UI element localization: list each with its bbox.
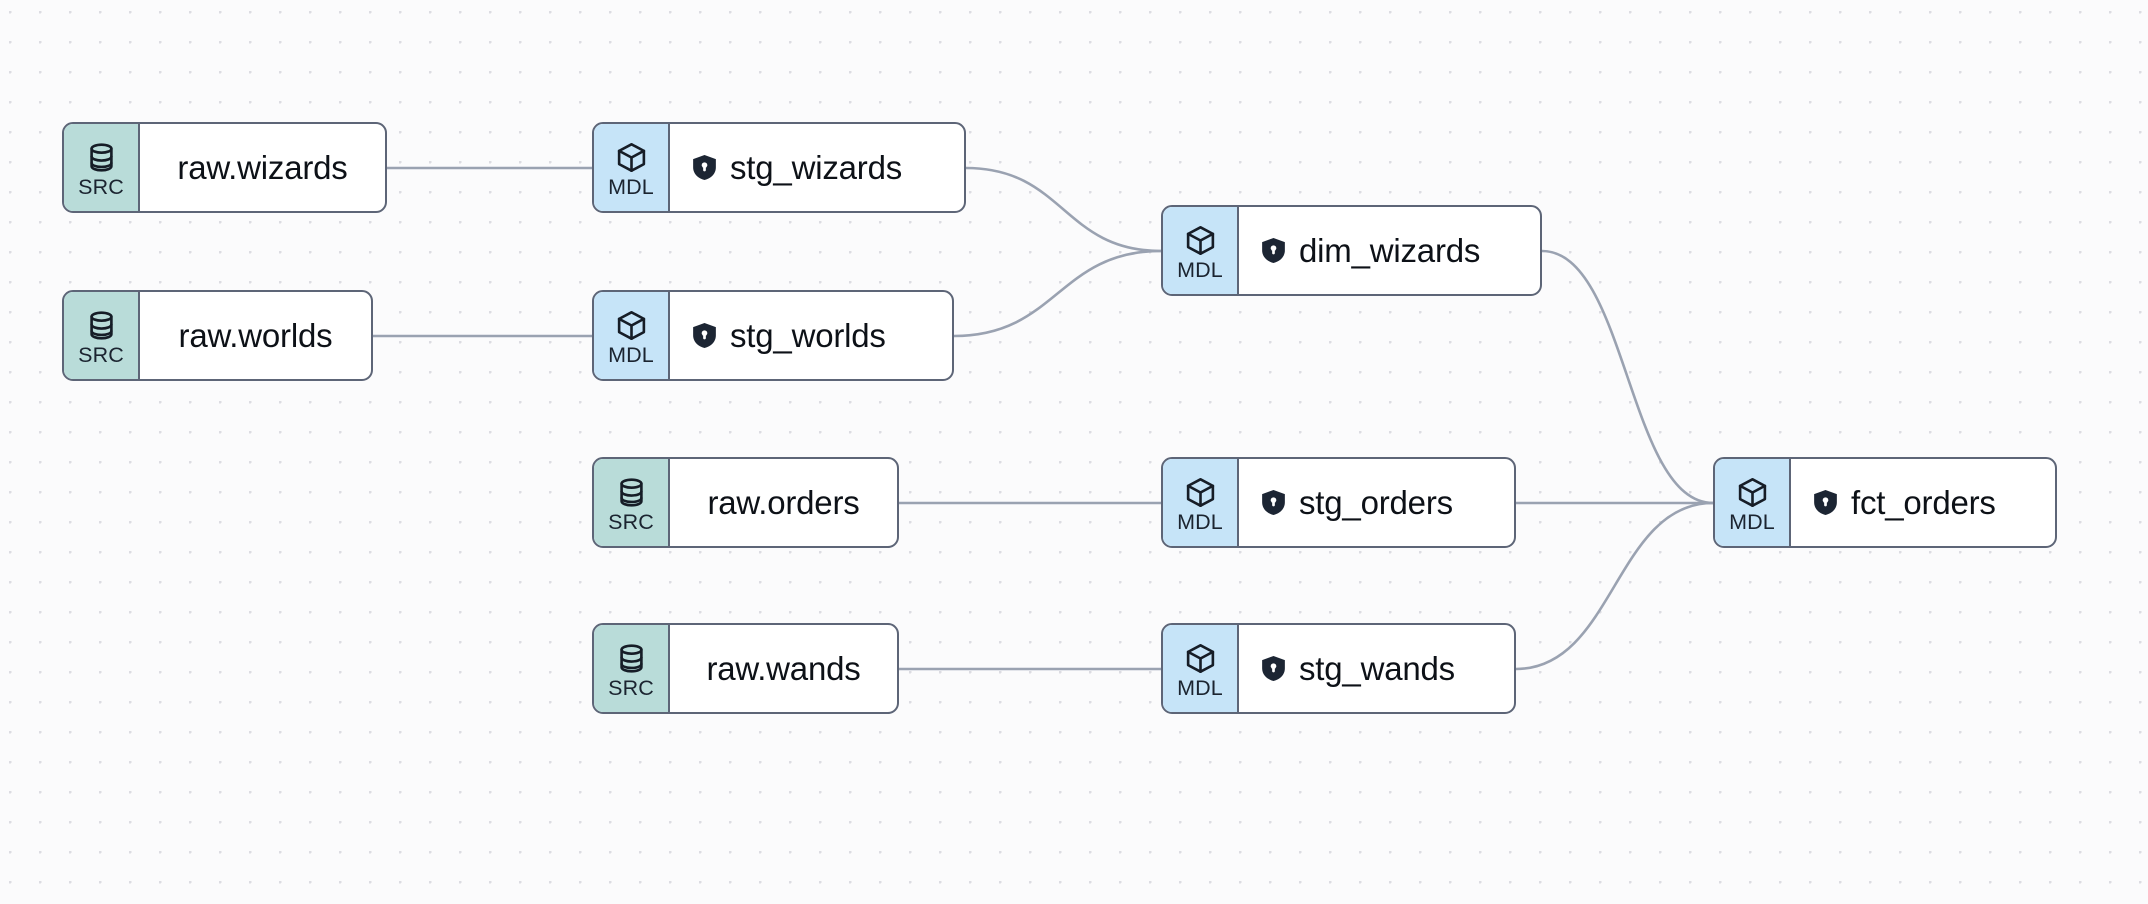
node-badge-mdl: MDL	[1715, 459, 1791, 546]
node-kind-label: MDL	[1177, 509, 1223, 534]
node-label: dim_wizards	[1299, 232, 1481, 269]
edge-stg_wands-to-fct_orders	[1514, 501, 1715, 671]
node-label: raw.wands	[706, 650, 861, 687]
node-fct_orders[interactable]: MDL fct_orders	[1713, 457, 2057, 548]
node-label: stg_orders	[1299, 484, 1453, 521]
node-badge-src: SRC	[64, 292, 140, 379]
node-label: stg_wizards	[730, 149, 903, 186]
node-body: raw.worlds	[140, 292, 371, 379]
node-body: raw.wands	[670, 625, 897, 712]
shield-lock-icon	[1813, 489, 1838, 516]
cube-icon	[1184, 642, 1217, 675]
node-raw_wizards[interactable]: SRC raw.wizards	[62, 122, 387, 213]
shield-lock-icon	[1261, 489, 1286, 516]
node-label: stg_wands	[1299, 650, 1455, 687]
node-stg_wands[interactable]: MDL stg_wands	[1161, 623, 1516, 714]
node-raw_wands[interactable]: SRC raw.wands	[592, 623, 899, 714]
node-dim_wizards[interactable]: MDL dim_wizards	[1161, 205, 1542, 296]
node-kind-label: MDL	[608, 174, 654, 199]
node-kind-label: MDL	[1177, 675, 1223, 700]
database-icon	[615, 476, 648, 509]
node-raw_worlds[interactable]: SRC raw.worlds	[62, 290, 373, 381]
node-body: raw.wizards	[140, 124, 385, 211]
node-body: stg_wizards	[670, 124, 964, 211]
node-body: raw.orders	[670, 459, 897, 546]
node-stg_wizards[interactable]: MDL stg_wizards	[592, 122, 966, 213]
node-kind-label: SRC	[78, 174, 124, 199]
shield-lock-icon	[692, 322, 717, 349]
node-badge-mdl: MDL	[1163, 207, 1239, 294]
cube-icon	[1736, 476, 1769, 509]
node-label: raw.wizards	[177, 149, 348, 186]
cube-icon	[1184, 476, 1217, 509]
node-label: raw.worlds	[178, 317, 333, 354]
edge-stg_worlds-to-dim_wizards	[952, 249, 1163, 338]
cube-icon	[1184, 224, 1217, 257]
node-badge-src: SRC	[594, 625, 670, 712]
database-icon	[615, 642, 648, 675]
node-kind-label: SRC	[608, 509, 654, 534]
node-badge-mdl: MDL	[1163, 459, 1239, 546]
cube-icon	[615, 309, 648, 342]
node-badge-src: SRC	[594, 459, 670, 546]
node-raw_orders[interactable]: SRC raw.orders	[592, 457, 899, 548]
edge-dim_wizards-to-fct_orders	[1540, 249, 1715, 505]
shield-lock-icon	[1261, 237, 1286, 264]
database-icon	[85, 309, 118, 342]
node-body: fct_orders	[1791, 459, 2055, 546]
node-body: dim_wizards	[1239, 207, 1540, 294]
node-label: raw.orders	[707, 484, 860, 521]
node-kind-label: MDL	[1729, 509, 1775, 534]
node-kind-label: SRC	[78, 342, 124, 367]
node-kind-label: MDL	[608, 342, 654, 367]
node-body: stg_worlds	[670, 292, 952, 379]
node-badge-mdl: MDL	[1163, 625, 1239, 712]
node-body: stg_orders	[1239, 459, 1514, 546]
node-badge-mdl: MDL	[594, 292, 670, 379]
shield-lock-icon	[1261, 655, 1286, 682]
node-stg_orders[interactable]: MDL stg_orders	[1161, 457, 1516, 548]
node-label: stg_worlds	[730, 317, 886, 354]
node-body: stg_wands	[1239, 625, 1514, 712]
database-icon	[85, 141, 118, 174]
node-stg_worlds[interactable]: MDL stg_worlds	[592, 290, 954, 381]
node-badge-src: SRC	[64, 124, 140, 211]
node-badge-mdl: MDL	[594, 124, 670, 211]
node-kind-label: SRC	[608, 675, 654, 700]
node-label: fct_orders	[1851, 484, 1996, 521]
cube-icon	[615, 141, 648, 174]
shield-lock-icon	[692, 154, 717, 181]
edge-stg_wizards-to-dim_wizards	[964, 166, 1163, 253]
node-kind-label: MDL	[1177, 257, 1223, 282]
